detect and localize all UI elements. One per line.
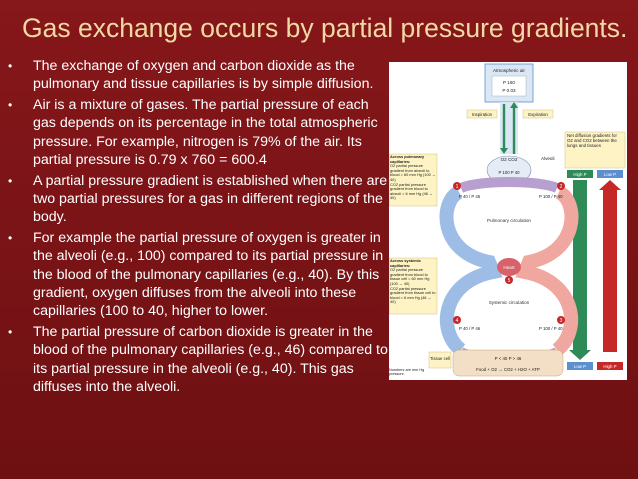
expiration-label: Expiration: [528, 112, 548, 117]
across-pulmonary-heading: Across pulmonary capillaries:: [390, 155, 425, 164]
bullet-text: The partial pressure of carbon dioxide i…: [33, 324, 388, 396]
bullet-text: Air is a mixture of gases. The partial p…: [33, 97, 378, 168]
venous-circulation-path: [439, 185, 503, 356]
bullet-text: The exchange of oxygen and carbon dioxid…: [33, 58, 374, 93]
alveoli-o2-co2: O2 CO2: [501, 157, 518, 162]
net-gradients-note: Net diffusion gradients for O2 and CO2 b…: [567, 133, 617, 148]
bullet-item: • The partial pressure of carbon dioxide…: [6, 323, 388, 396]
left-top-values: P 40 / P 46: [459, 194, 481, 199]
systemic-o2-gradient-text: O2 partial pressure gradient from blood …: [390, 267, 430, 286]
pulmonary-o2-gradient-text: O2 partial pressure gradient from alveol…: [390, 163, 436, 182]
bullet-dot-icon: •: [8, 59, 13, 73]
step-number: 3: [560, 318, 563, 324]
across-systemic-heading: Across systemic capillaries:: [390, 259, 421, 268]
bullet-list: • The exchange of oxygen and carbon diox…: [6, 57, 388, 399]
bullet-text: For example the partial pressure of oxyg…: [33, 230, 384, 320]
left-bottom-values: P 40 / P 46: [459, 326, 481, 331]
bullet-dot-icon: •: [8, 325, 13, 340]
systemic-co2-gradient-text: CO2 partial pressure gradient from tissu…: [390, 285, 436, 305]
bullet-item: • For example the partial pressure of ox…: [6, 229, 388, 320]
right-top-values: P 100 / P 40: [539, 194, 563, 199]
alveoli-label: Alveoli: [541, 156, 555, 161]
tissue-cell-box: [452, 349, 564, 377]
tissue-values: P < 40 P > 46: [495, 356, 522, 361]
right-bottom-values: P 100 / P 40: [539, 326, 563, 331]
tissue-cell-label: Tissue cell: [430, 356, 450, 361]
step-number: 4: [456, 318, 459, 324]
systemic-circulation-label: Systemic circulation: [489, 300, 530, 305]
atmospheric-air-label: Atmospheric air: [493, 68, 525, 73]
bullet-item: • A partial pressure gradient is establi…: [6, 172, 388, 227]
slide-title: Gas exchange occurs by partial pressure …: [22, 13, 628, 43]
low-pco2-label: Low P: [604, 172, 616, 177]
gas-exchange-diagram: Atmospheric air P 160 P 0.03 Inspiration…: [389, 62, 627, 380]
bullet-text: A partial pressure gradient is establish…: [33, 172, 388, 226]
metabolism-equation: Food + O2 → CO2 + H2O + ATP: [476, 367, 540, 372]
bullet-item: • The exchange of oxygen and carbon diox…: [6, 57, 388, 94]
high-po2-label: High P: [573, 172, 586, 177]
high-pco2-label: High P: [603, 364, 616, 369]
step-number: 2: [560, 184, 563, 190]
atm-po2-value: P 160: [503, 80, 515, 85]
bullet-dot-icon: •: [8, 173, 13, 188]
pulmonary-co2-gradient-text: CO2 partial pressure gradient from blood…: [390, 181, 433, 201]
inspiration-label: Inspiration: [472, 112, 493, 117]
bullet-dot-icon: •: [8, 98, 13, 113]
heart-shape: [497, 258, 521, 276]
co2-gradient-arrow: [603, 190, 617, 352]
low-po2-label: Low P: [574, 364, 586, 369]
pulmonary-circulation-label: Pulmonary circulation: [487, 218, 531, 223]
heart-label: Heart: [503, 265, 515, 270]
numbers-note: Numbers are mm Hg pressure.: [389, 368, 425, 377]
atm-pco2-value: P 0.03: [502, 88, 516, 93]
arterial-circulation-path: [515, 185, 579, 356]
alveoli-values: P 100 P 40: [498, 170, 520, 175]
step-number: 5: [508, 278, 511, 284]
bullet-item: • Air is a mixture of gases. The partial…: [6, 96, 388, 169]
bullet-dot-icon: •: [8, 231, 13, 246]
step-number: 1: [456, 184, 459, 190]
